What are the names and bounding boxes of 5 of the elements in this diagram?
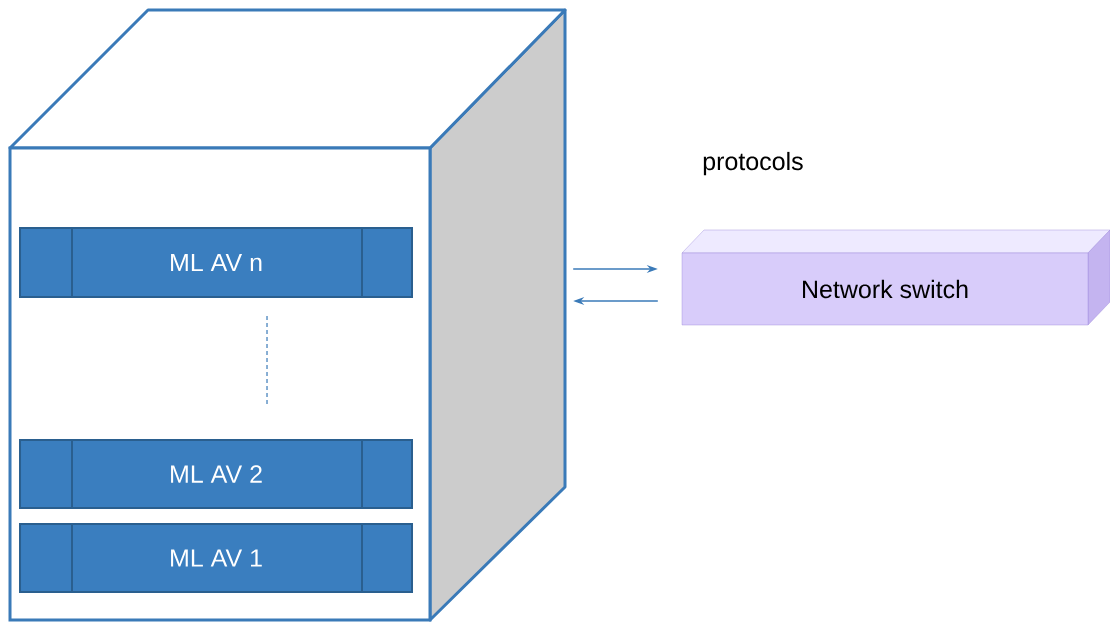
server-unit: ML AV 2 (19, 439, 413, 509)
server-unit: ML AV n (19, 227, 413, 298)
server-unit: ML AV 1 (19, 523, 413, 593)
network-switch: Network switch (681, 229, 1110, 326)
protocol-list: protocols (703, 151, 803, 176)
